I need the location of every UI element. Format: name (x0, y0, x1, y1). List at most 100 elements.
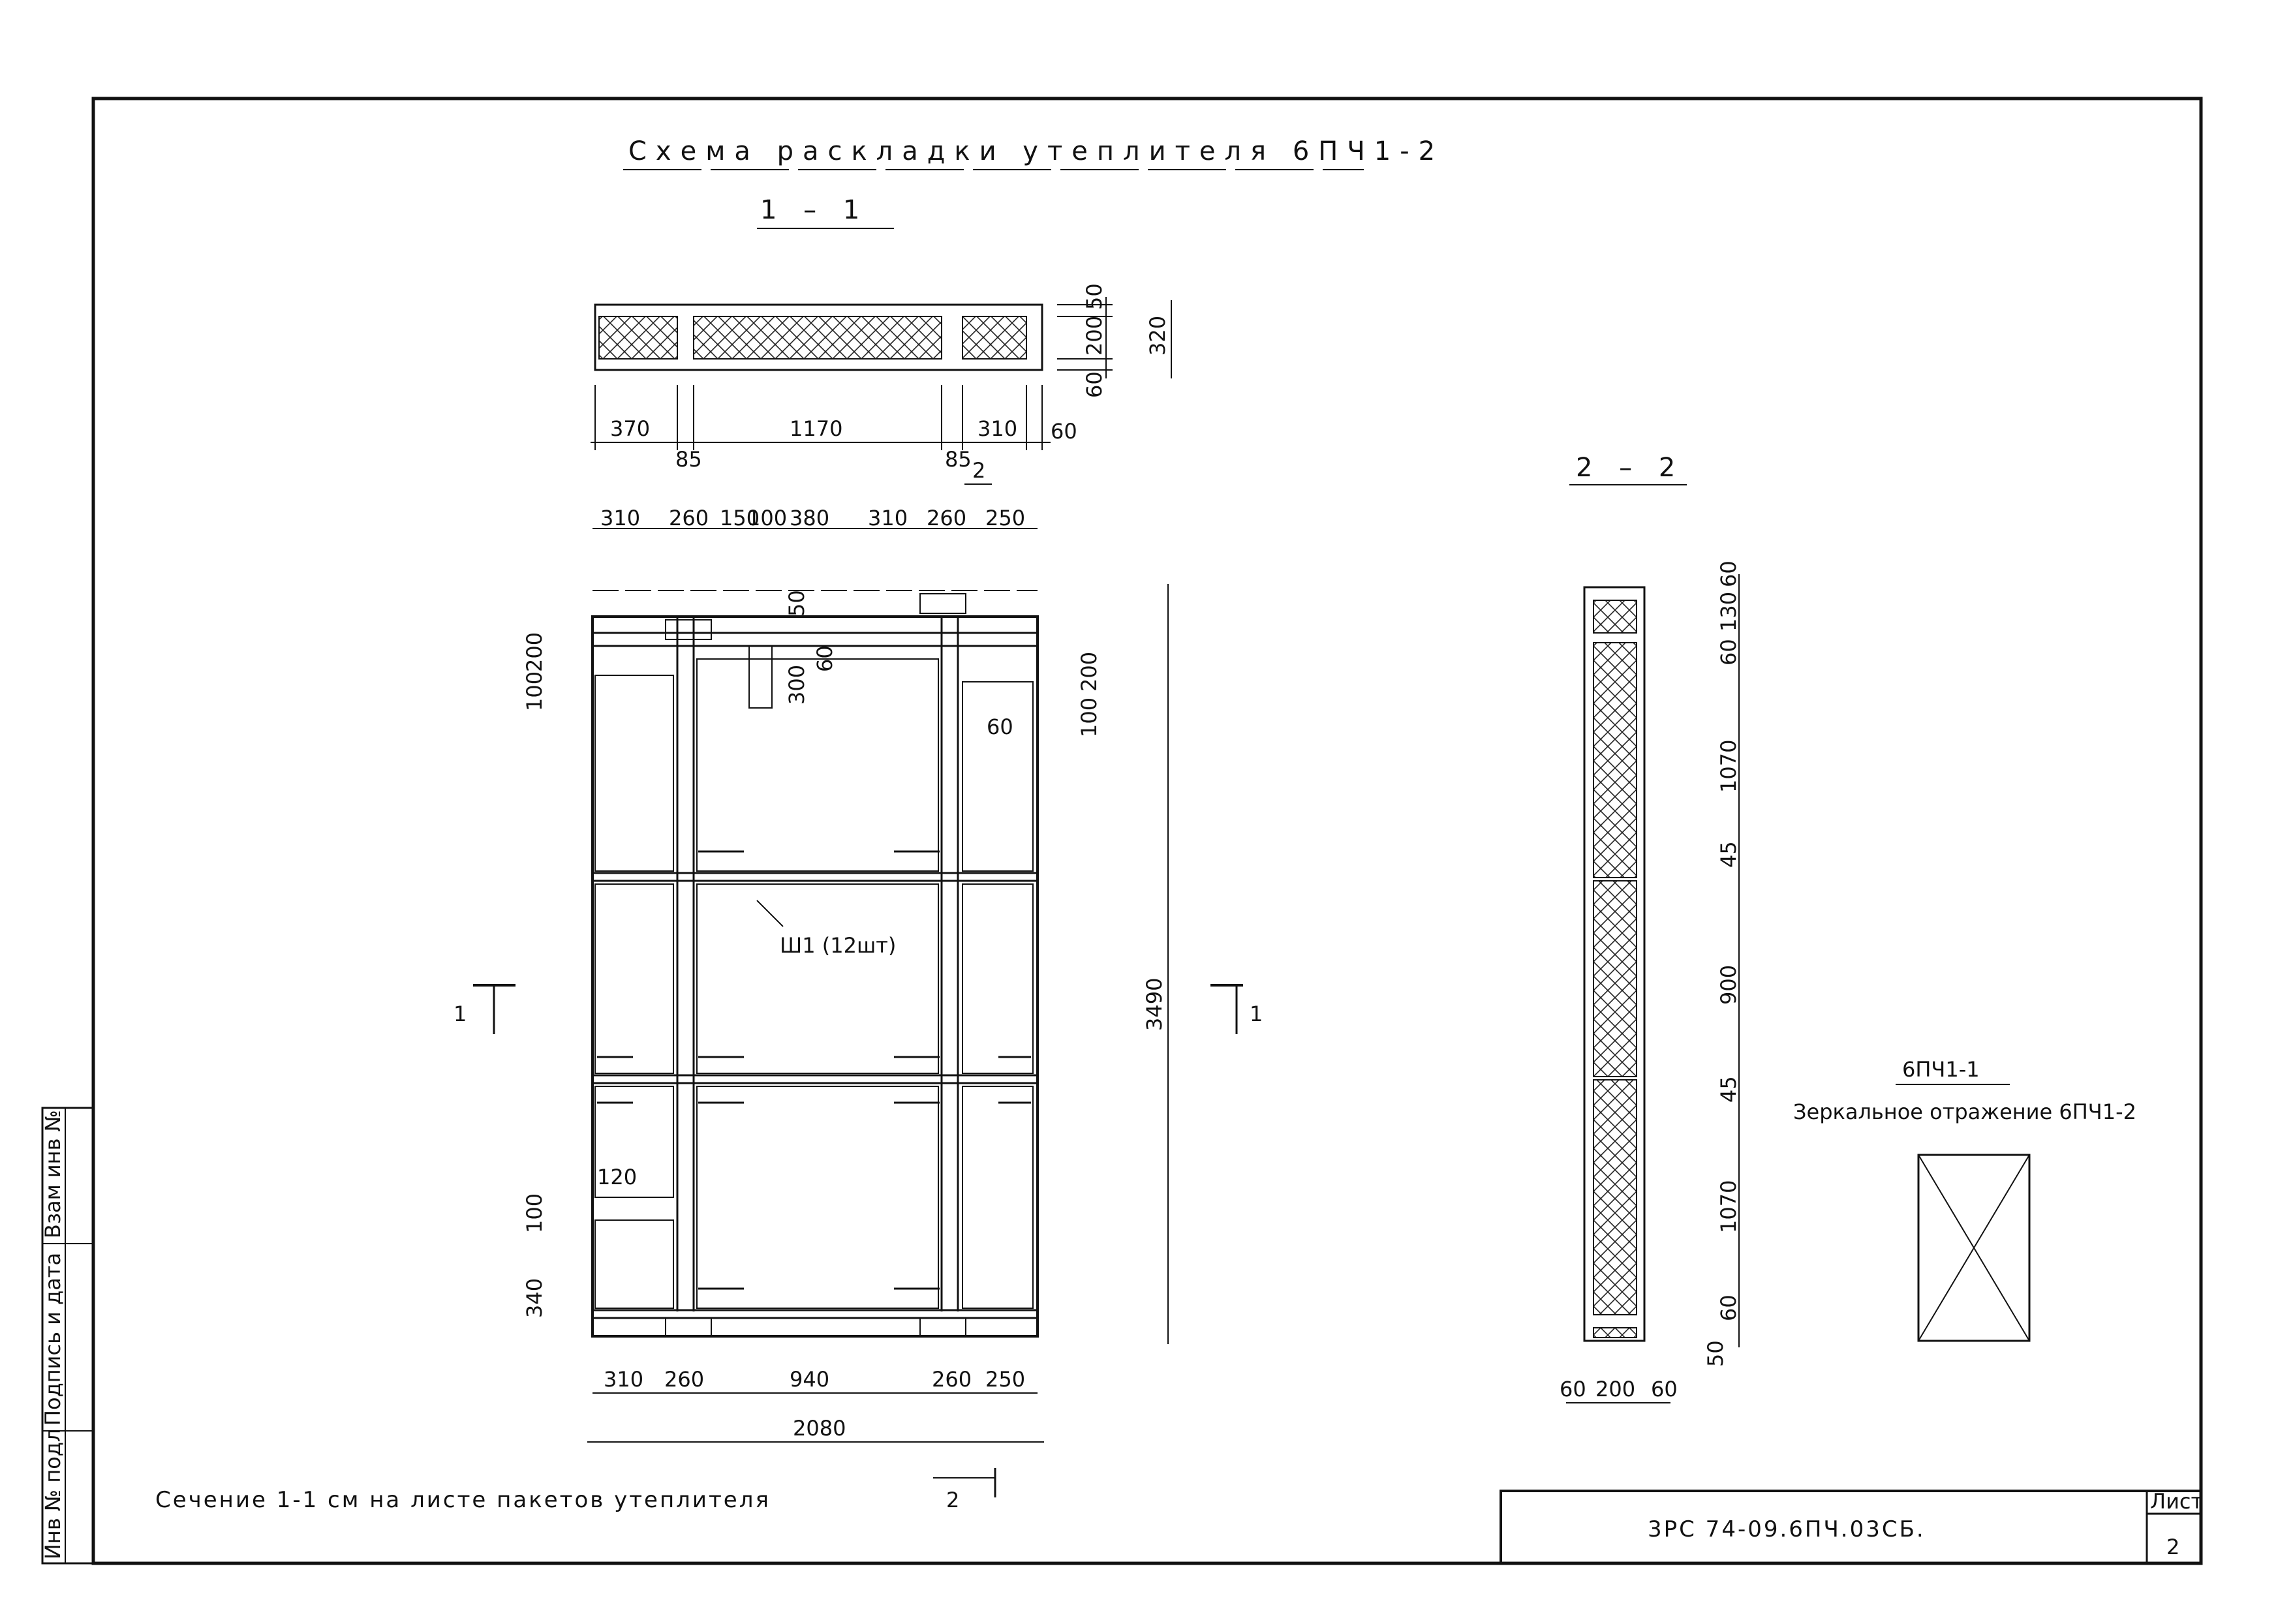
section-2-2: 60 130 60 1070 45 900 45 1070 60 50 60 2… (1560, 560, 1741, 1403)
plan-top-250: 250 (985, 506, 1025, 530)
drawing-rect (594, 1219, 674, 1309)
plan-top-380: 380 (790, 506, 829, 530)
insulation-block (1593, 880, 1637, 1077)
plan-top-310a: 310 (600, 506, 640, 530)
s2-h-900: 900 (1716, 965, 1741, 1005)
insulation-block (1593, 1079, 1637, 1315)
plan-bot-260b: 260 (932, 1367, 972, 1392)
section-2-2-label: 2 – 2 (1576, 453, 1684, 483)
mirror-caption: Зеркальное отражение 6ПЧ1-2 (1793, 1099, 2136, 1124)
drawing-rect (748, 645, 773, 709)
plan-bot-260a: 260 (664, 1367, 704, 1392)
dim-60: 60 (1051, 419, 1077, 444)
cut-mark-1-left: 1 (454, 1002, 467, 1026)
dim-85-left: 85 (675, 447, 702, 472)
insulation-block (693, 316, 942, 360)
cut-mark-2-bottom: 2 (946, 1488, 959, 1512)
dim-85-right: 85 (945, 447, 972, 472)
section-note: Сечение 1-1 см на листе пакетов утеплите… (155, 1487, 771, 1513)
s2-h-50: 50 (1703, 1340, 1728, 1367)
drawing-rect (919, 593, 966, 614)
side-stamp-sign: Подпись и дата (40, 1253, 65, 1426)
plan-bot-310: 310 (604, 1367, 643, 1392)
sheet-label: Лист (2150, 1489, 2203, 1514)
drawing-rect (41, 1107, 95, 1565)
plan-right-60: 60 (987, 714, 1013, 739)
s2-h-60a: 60 (1716, 560, 1741, 587)
anchor-label: Ш1 (12шт) (780, 933, 896, 958)
drawing-rect (665, 1317, 712, 1337)
s2-h-1070a: 1070 (1716, 740, 1741, 793)
plan-top-100: 100 (747, 506, 787, 530)
insulation-block (1593, 600, 1637, 634)
plan-total-width: 2080 (793, 1416, 846, 1441)
title-block: 3РС 74-09.6ПЧ.03СБ. Лист 2 (1500, 1489, 2203, 1565)
drawing-rect (591, 615, 1039, 1338)
s2-h-45b: 45 (1716, 1076, 1741, 1103)
s2-h-60b: 60 (1716, 639, 1741, 666)
drawing-rect (919, 1317, 966, 1337)
section-1-1: 370 1170 310 60 85 85 50 200 60 320 2 (591, 283, 1172, 485)
section-1-1-label: 1 – 1 (760, 195, 869, 225)
plan-inner-60: 60 (812, 645, 837, 672)
drawing-rect (696, 883, 939, 1074)
insulation-block (1593, 1327, 1637, 1338)
plan-left-200: 200 (522, 632, 547, 672)
side-stamp-vzam: Взам инв № (40, 1110, 65, 1238)
cut-mark-2-top: 2 (972, 458, 985, 483)
drawing-rect (1500, 1490, 2202, 1565)
sheet-border (91, 97, 2203, 1565)
drawing-title: Схема раскладки утеплителя 6ПЧ1-2 (628, 136, 1444, 166)
plan-left-120: 120 (597, 1165, 637, 1189)
cut-mark-1-right: 1 (1250, 1002, 1263, 1026)
insulation-block (1593, 642, 1637, 878)
s2-h-45a: 45 (1716, 841, 1741, 868)
s2-w-200: 200 (1595, 1377, 1635, 1402)
drawing-rect (696, 1086, 939, 1309)
drawing-rect (1583, 586, 1646, 1342)
dim-370: 370 (610, 416, 650, 441)
dim-1170: 1170 (790, 416, 842, 441)
drawing-rect (1917, 1154, 2031, 1342)
plan-bot-250: 250 (985, 1367, 1025, 1392)
drawing-rect (962, 1086, 1034, 1309)
plan-left-340: 340 (522, 1278, 547, 1318)
plan-top-260b: 260 (927, 506, 966, 530)
drawing-rect (962, 681, 1034, 872)
plan-left-100: 100 (522, 671, 547, 711)
plan-right-200: 200 (1077, 652, 1101, 692)
drawing-rect (594, 1086, 674, 1198)
plan-top-260a: 260 (669, 506, 709, 530)
plan-bot-940: 940 (790, 1367, 829, 1392)
dim-200: 200 (1082, 316, 1107, 356)
plan-top-150: 150 (720, 506, 760, 530)
drawing-rect (665, 619, 712, 640)
plan-right-100: 100 (1077, 697, 1101, 737)
plan-top-310b: 310 (868, 506, 908, 530)
drawing-rect (962, 883, 1034, 1074)
dim-60v: 60 (1082, 371, 1107, 398)
drawing-rect (594, 883, 674, 1074)
side-stamp: Инв № подл Подпись и дата Взам инв № (40, 1107, 95, 1565)
dim-310: 310 (977, 416, 1017, 441)
drawing-line (1918, 1154, 2030, 1341)
s2-h-1070b: 1070 (1716, 1180, 1741, 1233)
s2-h-130: 130 (1716, 592, 1741, 632)
drawing-rect (594, 675, 674, 872)
sheet-number: 2 (2166, 1535, 2179, 1559)
s2-w-60a: 60 (1560, 1377, 1586, 1402)
dim-50: 50 (1082, 283, 1107, 310)
drawing-line (756, 900, 784, 927)
mirror-symbol (1917, 1154, 2031, 1342)
document-code: 3РС 74-09.6ПЧ.03СБ. (1648, 1516, 1926, 1542)
s2-h-60c: 60 (1716, 1295, 1741, 1321)
mirror-code: 6ПЧ1-1 (1902, 1057, 1980, 1082)
plan-total-height: 3490 (1142, 978, 1167, 1031)
plan-inner-300: 300 (784, 665, 809, 705)
dim-320: 320 (1145, 316, 1170, 356)
drawing-rect (696, 658, 939, 872)
plan-view: 310 260 150 100 380 310 260 250 50 60 30… (454, 506, 1263, 1443)
plan-left-100b: 100 (522, 1193, 547, 1233)
drawing-rect (594, 303, 1043, 371)
